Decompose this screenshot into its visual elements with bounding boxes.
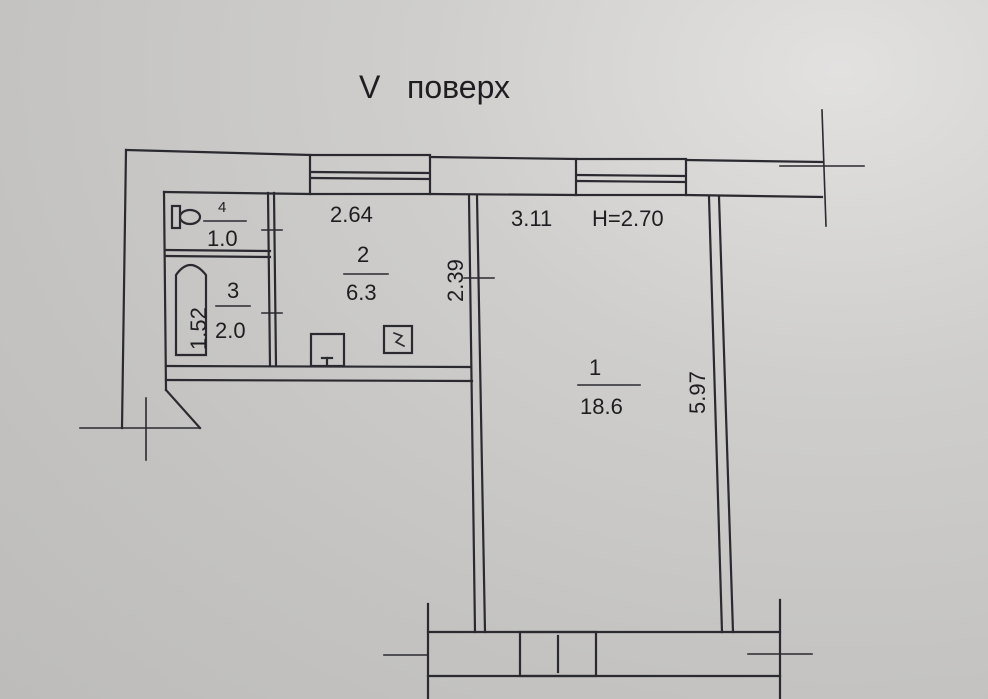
electric-panel-icon: [382, 324, 414, 355]
room-2-number: 2: [357, 242, 369, 267]
hall-width-label: 2.64: [330, 202, 373, 227]
room-4-area: 1.0: [207, 226, 238, 251]
south-wall: [426, 598, 782, 699]
east-partition: [707, 195, 735, 634]
toilet-icon: [170, 204, 202, 230]
room-depth-label: 5.97: [685, 371, 710, 414]
room-4-number: 4: [218, 199, 226, 216]
window-room: [574, 157, 688, 197]
room-3-number: 3: [227, 278, 239, 303]
kitchen-fixture-icon: [309, 332, 346, 368]
bathtub-icon: [174, 263, 208, 357]
north-wall: [124, 148, 824, 199]
west-wall: [120, 148, 202, 430]
floor-title: V поверх: [359, 69, 510, 105]
hall-south-wall: [164, 364, 474, 383]
window-hall: [308, 153, 432, 196]
middle-partition: [467, 194, 487, 634]
label-fraction-bars: [203, 220, 641, 386]
bath-length-label: 1.52: [186, 307, 211, 350]
room-width-label: 3.11: [511, 206, 552, 231]
hall-depth-label: 2.39: [443, 259, 468, 302]
dimension-ticks: [79, 109, 865, 656]
room-2-area: 6.3: [346, 280, 377, 305]
bathroom-partition: [164, 191, 278, 368]
room-1-area: 18.6: [580, 394, 623, 419]
room-3-area: 2.0: [215, 318, 246, 343]
ceiling-height-label: H=2.70: [592, 206, 664, 231]
room-1-number: 1: [589, 355, 601, 380]
